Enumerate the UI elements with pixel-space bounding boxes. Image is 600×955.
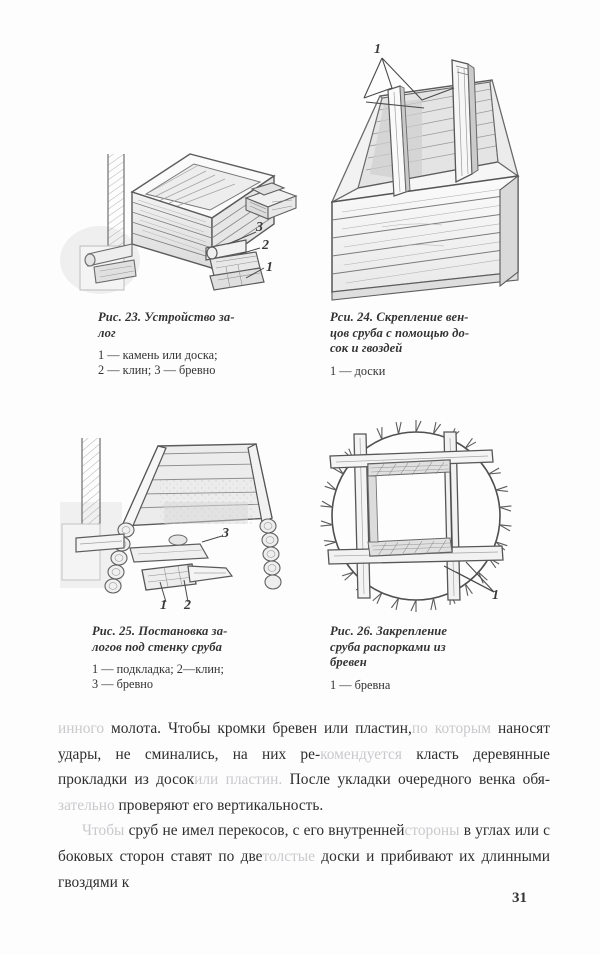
paragraph-1: инного молота. Чтобы кромки бревен или п… — [58, 716, 550, 818]
figure-25-illustration: 3 1 2 — [60, 430, 300, 615]
figure-26-caption-key: 1 — бревна — [330, 677, 391, 692]
figure-25-caption: Рис. 25. Постановка за- логов под стенку… — [92, 624, 296, 692]
figure-25-artwork — [60, 430, 300, 615]
faded-lead-3: комендуется — [320, 745, 402, 763]
faded-lead-2: по которым — [411, 720, 491, 737]
figure-24-caption-title: Рси. 24. Скрепление вен- цов сруба с пом… — [330, 310, 470, 355]
line-text-6: сруб не имел перекосов, с его внутренней — [124, 822, 405, 840]
line-text-8: доски и прибивают их длинными гвоздями к — [58, 847, 550, 891]
page-number: 31 — [512, 890, 527, 906]
line-text-4: После укладки очередного венка обя- — [282, 771, 550, 789]
line-text-2: наносят удары, не сминались, на них ре- — [58, 720, 550, 763]
figure-25-caption-title: Рис. 25. Постановка за- логов под стенку… — [92, 624, 228, 654]
line-text-1: молота. Чтобы кромки бревен или пластин, — [104, 720, 412, 737]
figure-25-label-2: 2 — [184, 598, 191, 613]
faded-lead-1: инного — [58, 720, 105, 737]
figure-24-caption: Рси. 24. Скрепление вен- цов сруба с пом… — [330, 310, 544, 379]
faded-lead-7: стороны — [404, 822, 460, 840]
figure-26-artwork — [316, 420, 522, 618]
figure-25-label-1: 1 — [160, 598, 167, 613]
faded-lead-6: Чтобы — [82, 822, 125, 840]
figure-26-caption: Рис. 26. Закрепление сруба распорками из… — [330, 624, 528, 693]
figure-23-label-3: 3 — [256, 220, 263, 235]
figure-24-caption-key: 1 — доски — [330, 363, 386, 378]
figure-25-caption-key: 1 — подкладка; 2—клин; 3 — бревно — [92, 662, 224, 691]
faded-lead-5: зательно — [58, 796, 115, 814]
figure-24-illustration: 1 — [322, 42, 522, 306]
figure-26-caption-title: Рис. 26. Закрепление сруба распорками из… — [330, 624, 448, 669]
line-text-5: проверяют его вертикальность. — [114, 796, 324, 814]
figure-26-label-1: 1 — [492, 588, 499, 603]
line-text-3: класть деревянные прокладки из досок — [58, 745, 550, 789]
figure-23-illustration: 3 2 1 — [60, 140, 310, 305]
figure-23-caption: Рис. 23. Устройство за- лог 1 — камень и… — [98, 310, 296, 378]
paragraph-2: Чтобы сруб не имел перекосов, с его внут… — [58, 818, 550, 895]
figure-24-label-1: 1 — [374, 42, 381, 57]
line-text-7: в углах или с боковых сторон ставят по д… — [58, 822, 550, 865]
faded-lead-8: толстые — [262, 847, 315, 865]
figure-23-artwork — [60, 140, 310, 305]
body-text: инного молота. Чтобы кромки бревен или п… — [58, 716, 550, 895]
figure-24-artwork — [322, 42, 522, 306]
faded-lead-4: или пластин. — [194, 771, 283, 789]
figure-23-label-1: 1 — [266, 260, 273, 275]
figure-25-label-3: 3 — [222, 526, 229, 541]
figure-23-caption-key: 1 — камень или доска; 2 — клин; 3 — брев… — [98, 348, 218, 377]
figure-23-caption-title: Рис. 23. Устройство за- лог — [98, 310, 235, 340]
figure-26-illustration: 1 — [316, 420, 522, 618]
figure-23-label-2: 2 — [262, 238, 269, 253]
